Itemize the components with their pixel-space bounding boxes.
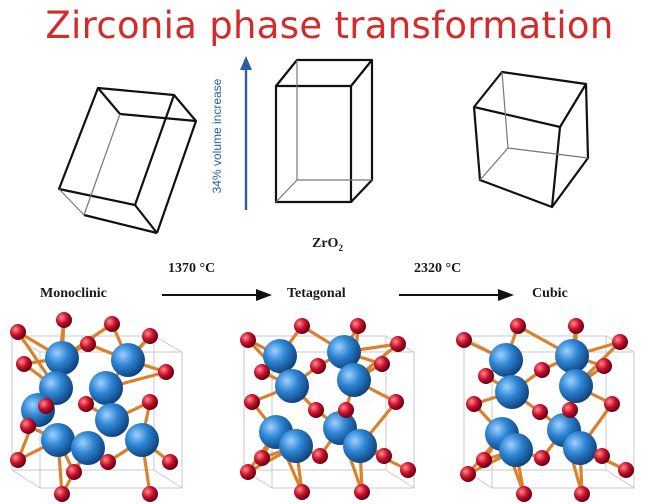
oxygen-atom	[142, 486, 158, 502]
oxygen-atom	[158, 364, 174, 380]
oxygen-atom	[478, 368, 494, 384]
transition-arrow-1	[162, 289, 272, 301]
transition-arrow-2	[399, 289, 514, 301]
tetragonal-atomic-structure	[240, 318, 416, 500]
phase-label-tetragonal: Tetagonal	[287, 286, 346, 301]
oxygen-atom	[460, 466, 476, 482]
zirconium-atom	[343, 429, 377, 463]
cell-edge	[11, 469, 41, 489]
oxygen-atom	[516, 486, 532, 502]
oxygen-atom	[254, 450, 270, 466]
oxygen-atom	[310, 358, 326, 374]
oxygen-atom	[16, 356, 32, 372]
oxygen-atom	[254, 364, 270, 380]
phase-label-monoclinic: Monoclinic	[40, 286, 107, 301]
oxygen-atom	[78, 396, 94, 412]
oxygen-atom	[294, 484, 310, 500]
zirconium-atom	[41, 423, 75, 457]
oxygen-atom	[10, 324, 26, 340]
oxygen-atom	[532, 404, 548, 420]
oxygen-atom	[400, 462, 416, 478]
oxygen-atom	[390, 336, 406, 352]
zirconium-atom	[71, 431, 105, 465]
compound-formula: ZrO2	[312, 236, 343, 253]
zirconium-atom	[279, 429, 313, 463]
zirconium-atom	[263, 339, 297, 373]
oxygen-atom	[54, 486, 70, 502]
zirconium-atom	[489, 343, 523, 377]
cell-edge	[605, 469, 635, 489]
cell-edge	[385, 469, 415, 489]
volume-increase-arrow	[240, 56, 252, 210]
oxygen-atom	[618, 462, 634, 478]
oxygen-atom	[534, 450, 550, 466]
cell-edge	[153, 335, 183, 353]
cubic-atomic-structure	[456, 318, 635, 502]
oxygen-atom	[312, 448, 328, 464]
oxygen-atom	[10, 452, 26, 468]
oxygen-atom	[56, 312, 72, 328]
volume-increase-label: 34% volume increase	[210, 78, 224, 194]
oxygen-atom	[308, 402, 324, 418]
transition-temperature-1: 1370 °C	[168, 261, 216, 276]
page-title: Zirconia phase transformation	[45, 4, 614, 47]
oxygen-atom	[466, 396, 482, 412]
oxygen-atom	[374, 356, 390, 372]
oxygen-atom	[354, 484, 370, 500]
oxygen-atom	[612, 334, 628, 350]
oxygen-atom	[80, 336, 96, 352]
zirconium-atom	[495, 375, 529, 409]
oxygen-atom	[534, 362, 550, 378]
phase-label-cubic: Cubic	[532, 286, 568, 301]
oxygen-atom	[338, 402, 354, 418]
cell-edge	[153, 469, 183, 489]
oxygen-atom	[476, 452, 492, 468]
transition-temperature-2: 2320 °C	[414, 261, 462, 276]
zirconium-atom	[559, 369, 593, 403]
oxygen-atom	[456, 332, 472, 348]
monoclinic-atomic-structure	[10, 312, 183, 502]
tetragonal-cell	[274, 58, 374, 204]
cubic-cell	[472, 70, 590, 209]
oxygen-atom	[510, 318, 526, 334]
zirconium-atom	[327, 335, 361, 369]
zirconium-atom	[89, 371, 123, 405]
oxygen-atom	[240, 464, 256, 480]
zirconium-atom	[499, 433, 533, 467]
oxygen-atom	[142, 328, 158, 344]
zirconium-atom	[275, 369, 309, 403]
oxygen-atom	[594, 448, 610, 464]
oxygen-atom	[350, 318, 366, 334]
zirconium-atom	[45, 341, 79, 375]
zirconium-atom	[111, 343, 145, 377]
oxygen-atom	[596, 358, 612, 374]
oxygen-atom	[388, 394, 404, 410]
oxygen-atom	[142, 394, 158, 410]
oxygen-atom	[294, 318, 310, 334]
oxygen-atom	[20, 418, 36, 434]
zirconium-atom	[95, 403, 129, 437]
oxygen-atom	[562, 402, 578, 418]
oxygen-atom	[162, 454, 178, 470]
oxygen-atom	[574, 486, 590, 502]
oxygen-atom	[104, 316, 120, 332]
zirconium-atom	[337, 363, 371, 397]
oxygen-atom	[38, 398, 54, 414]
oxygen-atom	[568, 318, 584, 334]
oxygen-atom	[66, 464, 82, 480]
zirconium-atom	[555, 339, 589, 373]
zirconium-atom	[563, 431, 597, 465]
monoclinic-cell	[57, 86, 198, 235]
oxygen-atom	[376, 448, 392, 464]
oxygen-atom	[604, 396, 620, 412]
oxygen-atom	[100, 454, 116, 470]
zirconium-atom	[125, 423, 159, 457]
oxygen-atom	[240, 332, 256, 348]
oxygen-atom	[244, 394, 260, 410]
